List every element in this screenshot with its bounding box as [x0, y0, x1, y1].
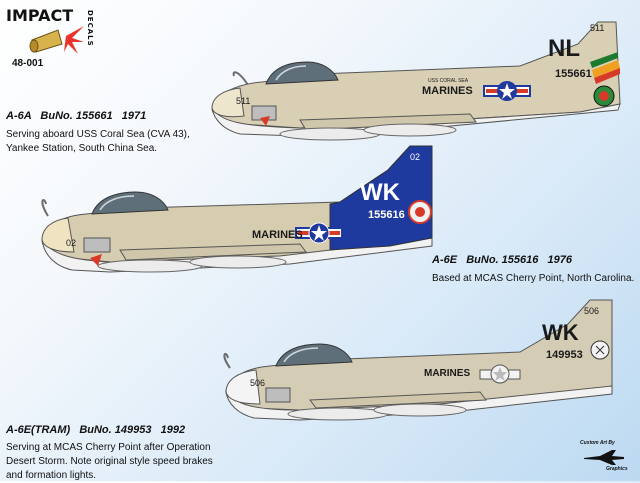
radome [41, 217, 75, 253]
service-1: MARINES [422, 85, 473, 97]
nose-modex-1: 511 [236, 96, 250, 106]
art-credit: Custom Art By Graphics [576, 440, 636, 476]
wing [119, 243, 307, 261]
caption-desc-2: Based at MCAS Cherry Point, North Caroli… [432, 273, 635, 284]
credit-line-1: Custom Art By [580, 440, 615, 446]
canopy [265, 61, 339, 85]
jet-silhouette-icon [584, 450, 624, 465]
nose-modex-2: 02 [66, 238, 76, 248]
tail-modex-3: 506 [584, 306, 599, 316]
bureau-number-1: 155661 [555, 68, 592, 80]
service-3: MARINES [424, 368, 470, 379]
bureau-number-3: 149953 [546, 349, 583, 361]
tail-modex-2: 02 [410, 152, 420, 162]
canopy [91, 191, 169, 215]
brand-name: IMPACT [6, 6, 74, 25]
drop-tank [363, 123, 457, 137]
decal-brush-icon [29, 26, 84, 54]
radome [211, 87, 245, 118]
national-insignia [483, 81, 531, 101]
tail-code-2: WK [360, 179, 401, 206]
caption-desc-1: Serving aboard USS Coral Sea (CVA 43), Y… [6, 129, 190, 154]
drop-tank [287, 407, 389, 421]
caption-desc-3: Serving at MCAS Cherry Point after Opera… [6, 442, 213, 481]
wing [299, 113, 477, 131]
tail-stripe [594, 68, 620, 84]
national-insignia [295, 222, 343, 244]
product-code: 48-001 [12, 58, 44, 69]
brand-sub: DECALS [86, 10, 94, 47]
ship-name-1: USS CORAL SEA [428, 78, 469, 84]
tail-modex-1: 511 [590, 23, 604, 33]
drop-tank [373, 403, 467, 417]
brand-logo: IMPACT DECALS 48-001 [0, 0, 110, 75]
bureau-number-2: 155616 [368, 209, 405, 221]
radome [225, 369, 261, 405]
service-2: MARINES [252, 229, 303, 241]
tail-stripe [592, 60, 620, 78]
wing [309, 391, 487, 409]
national-insignia [479, 364, 521, 384]
caption-title-1: A-6A BuNo. 155661 1971 [6, 110, 147, 122]
credit-line-2: Graphics [606, 466, 628, 472]
intake [83, 237, 111, 253]
tail-stripe [590, 52, 618, 68]
caption-title-2: A-6E BuNo. 155616 1976 [432, 254, 573, 266]
nose-modex-3: 506 [250, 378, 265, 388]
intake [265, 387, 291, 403]
canopy [275, 343, 353, 367]
tail-code-1: NL [548, 35, 580, 62]
drop-tank [97, 259, 203, 273]
refuel-probe [41, 199, 49, 217]
drop-tank [189, 255, 287, 269]
tail-code-3: WK [542, 320, 579, 345]
tail-fin-blue [329, 145, 433, 251]
refuel-probe [223, 352, 231, 369]
caption-title-3: A-6E(TRAM) BuNo. 149953 1992 [6, 424, 186, 436]
refuel-probe [232, 71, 249, 86]
